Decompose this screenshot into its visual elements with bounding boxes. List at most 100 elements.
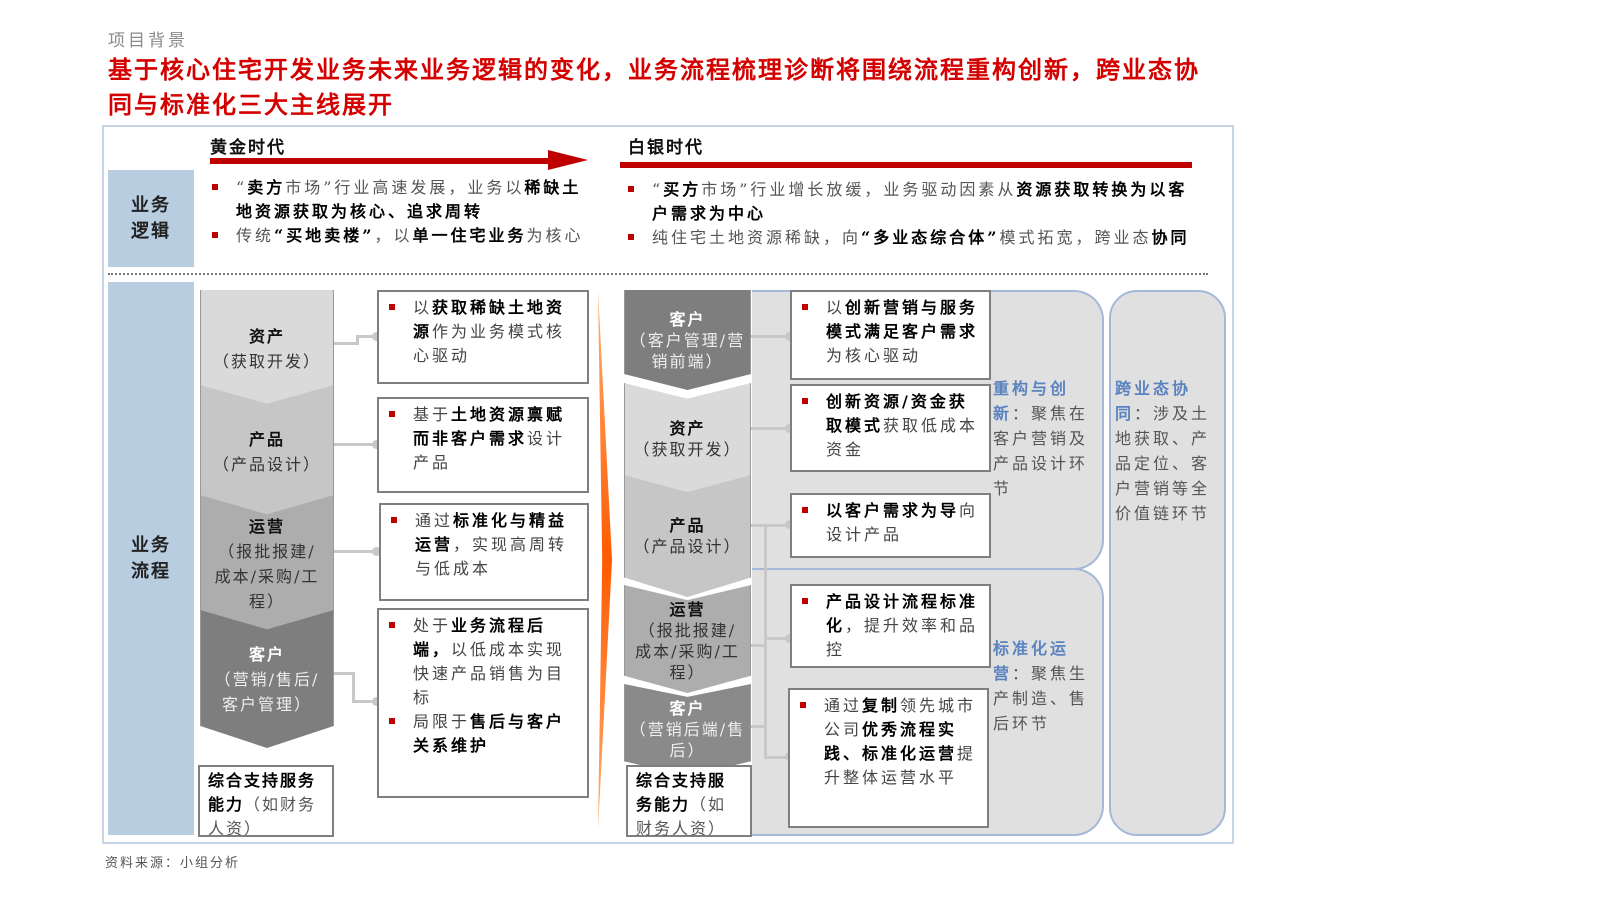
stage-sub: （营销后端/售后）: [629, 720, 746, 760]
bullet-item: 处于业务流程后端，以低成本实现快速产品销售为目标: [387, 614, 581, 710]
connector-dot: [785, 634, 794, 643]
emphasis-text: 标准化与精益运营: [415, 511, 568, 554]
row-label-text: 业务逻辑: [131, 194, 171, 242]
support-box: 综合支持服务能力（如财务人资）: [198, 765, 334, 838]
text-segment: 局限于: [413, 712, 471, 731]
stage-sub: （报批报建/成本/采购/工程）: [214, 542, 320, 611]
text-segment: 提升整体运营水平: [824, 744, 977, 787]
stage-name: 运营: [669, 600, 706, 619]
text-segment: 以低成本实现快速产品销售为目标: [413, 640, 566, 707]
text-segment: ，实现高周转与低成本: [415, 535, 568, 578]
emphasis-text: 综合支持服务能力: [636, 771, 727, 814]
text-segment: 以: [413, 298, 433, 317]
text-segment: 基于: [413, 405, 452, 424]
connector-dot: [785, 332, 794, 341]
text-segment: 领先城市公司: [824, 696, 977, 739]
connector: [764, 644, 767, 759]
text-segment: 处于: [413, 616, 452, 635]
stage-product: 产品（产品设计）: [624, 475, 751, 597]
diagram-frame: [102, 125, 1234, 844]
bullet-item: 以获取稀缺土地资源作为业务模式核心驱动: [387, 296, 581, 368]
emphasis-text: 综合支持服务能力: [208, 771, 317, 814]
bullet-item: 纯住宅土地资源稀缺，向“多业态综合体”模式拓宽，跨业态协同: [626, 226, 1196, 250]
connector: [751, 524, 791, 527]
text-segment: 作为业务模式核心驱动: [413, 322, 566, 365]
golden-box-customer: 处于业务流程后端，以低成本实现快速产品销售为目标局限于售后与客户关系维护: [377, 608, 589, 798]
text-segment: 通过: [824, 696, 863, 715]
emphasis-text: 资源获取转换为以客户需求为中心: [652, 180, 1188, 223]
silver-box-customer: 以创新营销与服务模式满足客户需求为核心驱动: [790, 290, 991, 380]
connector: [751, 335, 791, 338]
theme-restructure: 重构与创新：聚焦在客户营销及产品设计环节: [993, 376, 1103, 501]
row-label-text: 业务流程: [131, 534, 171, 582]
text-segment: 纯住宅土地资源稀缺，向: [652, 228, 862, 247]
silver-box-asset: 创新资源/资金获取模式获取低成本资金: [790, 384, 991, 472]
bullet-item: 局限于售后与客户关系维护: [387, 710, 581, 758]
text-segment: 通过: [415, 511, 454, 530]
support-box: 综合支持服务能力（如财务人资）: [626, 765, 752, 838]
stage-name: 客户: [669, 699, 706, 718]
golden-box-product: 基于土地资源禀赋而非客户需求设计产品: [377, 397, 589, 493]
source-note: 资料来源：小组分析: [105, 856, 241, 871]
text-segment: “: [652, 180, 664, 199]
bullet-item: 以创新营销与服务模式满足客户需求为核心驱动: [800, 296, 983, 368]
text-segment: （如财务人资）: [208, 795, 317, 838]
stage-customer-back: 客户 （营销后端/售后）: [624, 684, 751, 776]
theme-key: 标准化运营: [993, 639, 1070, 683]
connector-dot: [785, 424, 794, 433]
emphasis-text: 创新营销与服务模式满足客户需求: [826, 298, 979, 341]
stage-customer: 客户 （营销/售后/客户管理）: [200, 610, 334, 748]
text-segment: 市场”行业增长放缓，业务驱动因素从: [701, 180, 1017, 199]
silver-box-product-standard: 产品设计流程标准化，提升效率和品控: [790, 584, 991, 668]
silver-box-product: 以客户需求为导向设计产品: [790, 493, 991, 558]
stage-asset: 资产（获取开发）: [624, 383, 751, 495]
bullet-item: 以客户需求为导向设计产品: [800, 499, 983, 547]
silver-line: [620, 162, 1192, 168]
connector: [356, 335, 378, 338]
text-segment: （如财务人资）: [636, 795, 727, 838]
stage-name: 产品: [669, 516, 706, 535]
text-segment: 为核心驱动: [826, 346, 922, 365]
connector: [352, 672, 355, 702]
connector: [334, 672, 354, 675]
stage-name: 产品: [248, 429, 285, 449]
golden-era-title: 黄金时代: [210, 138, 286, 158]
emphasis-text: 产品设计流程标准化: [826, 592, 979, 635]
stage-name: 运营: [248, 517, 285, 536]
emphasis-text: 获取稀缺土地资源: [413, 298, 566, 341]
silver-box-operation: 通过复制领先城市公司优秀流程实践、标准化运营提升整体运营水平: [788, 688, 989, 828]
connector-dot: [785, 520, 794, 529]
emphasis-text: 土地资源禀赋而非客户需求: [413, 405, 566, 448]
text-segment: 模式拓宽，跨业态: [999, 228, 1152, 247]
emphasis-text: 以客户需求为导: [826, 501, 960, 520]
row-label-logic: 业务逻辑: [108, 170, 194, 267]
stage-sub: （营销/售后/客户管理）: [214, 669, 320, 714]
bullet-item: “卖方市场”行业高速发展，业务以稀缺土地资源获取为核心、追求周转: [210, 176, 590, 224]
theme-key: 重构与创新: [993, 379, 1070, 423]
text-segment: 市场”行业高速发展，业务以: [285, 178, 525, 197]
stage-asset: 资产（获取开发）: [200, 290, 334, 408]
connector-dot: [372, 440, 381, 449]
connector: [334, 443, 378, 446]
connector: [751, 725, 767, 728]
text-segment: 为核心: [526, 226, 584, 245]
golden-box-asset: 以获取稀缺土地资源作为业务模式核心驱动: [377, 290, 589, 384]
stage-name: 客户: [248, 644, 285, 664]
stage-sub: （产品设计）: [212, 454, 321, 474]
connector: [334, 550, 378, 553]
section-label: 项目背景: [108, 31, 188, 51]
emphasis-text: “买地卖楼”: [274, 226, 375, 245]
stage-operation: 运营 （报批报建/成本/采购/工程）: [200, 495, 334, 633]
connector: [764, 524, 767, 644]
page-title: 基于核心住宅开发业务未来业务逻辑的变化，业务流程梳理诊断将围绕流程重构创新，跨业…: [108, 55, 1200, 119]
text-segment: 向设计产品: [826, 501, 979, 544]
emphasis-text: 创新资源/资金获取模式: [826, 392, 968, 435]
golden-logic-bullets: “卖方市场”行业高速发展，业务以稀缺土地资源获取为核心、追求周转 传统“买地卖楼…: [210, 176, 590, 248]
text-segment: ，提升效率和品控: [826, 616, 979, 659]
bullet-item: 传统“买地卖楼”，以单一住宅业务为核心: [210, 224, 590, 248]
stage-sub: （获取开发）: [212, 352, 321, 371]
theme-text: ：聚焦生产制造、售后环节: [993, 664, 1089, 733]
bullet-item: 基于土地资源禀赋而非客户需求设计产品: [387, 403, 581, 475]
stage-product: 产品 （产品设计）: [200, 385, 334, 518]
golden-box-operation: 通过标准化与精益运营，实现高周转与低成本: [379, 503, 589, 601]
